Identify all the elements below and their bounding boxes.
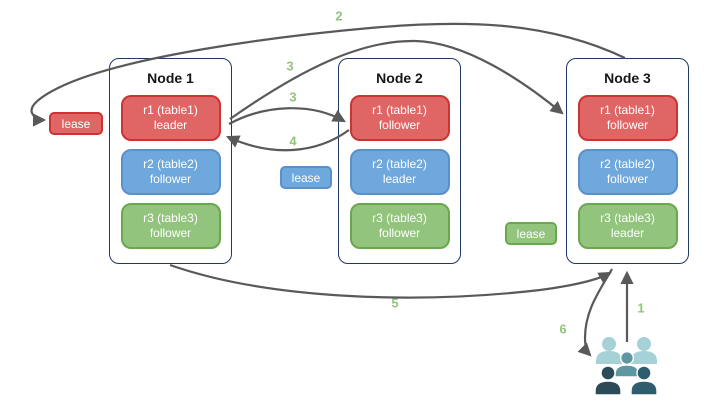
replica-name: r3 (table3) xyxy=(372,211,427,225)
replica-name: r1 (table1) xyxy=(143,103,198,117)
node-1-box: Node 1 r1 (table1) leader r2 (table2) fo… xyxy=(109,58,232,264)
node-2-box: Node 2 r1 (table1) follower r2 (table2) … xyxy=(338,58,461,264)
replica-role: leader xyxy=(382,172,417,186)
replica-role: follower xyxy=(149,172,192,186)
node-3-replica-r2: r2 (table2) follower xyxy=(577,149,678,195)
node-1-title: Node 1 xyxy=(147,70,194,86)
replica-name: r3 (table3) xyxy=(143,211,198,225)
replica-role: follower xyxy=(378,226,421,240)
node-3-box: Node 3 r1 (table1) follower r2 (table2) … xyxy=(566,58,689,264)
node-2-replica-r1: r1 (table1) follower xyxy=(349,95,450,141)
arrow-step-6-gateway-to-clients xyxy=(577,268,613,357)
clients-icon xyxy=(594,337,658,396)
replica-name: r3 (table3) xyxy=(600,211,655,225)
replica-name: r2 (table2) xyxy=(372,157,427,171)
replica-role: leader xyxy=(153,118,188,132)
replica-name: r2 (table2) xyxy=(600,157,655,171)
step-label-6: 6 xyxy=(559,321,567,337)
replica-role: leader xyxy=(610,226,645,240)
replica-name: r1 (table1) xyxy=(600,103,655,117)
node-1-replica-r1: r1 (table1) leader xyxy=(120,95,221,141)
step-label-5: 5 xyxy=(391,295,399,311)
arrow-step-3-leader-to-node2 xyxy=(228,107,346,125)
node-2-title: Node 2 xyxy=(376,70,423,86)
replica-role: follower xyxy=(606,118,649,132)
step-label-3a: 3 xyxy=(286,58,294,74)
replica-role: follower xyxy=(606,172,649,186)
node-2-replica-r3: r3 (table3) follower xyxy=(349,203,450,249)
step-label-1: 1 xyxy=(637,300,645,316)
step-label-2: 2 xyxy=(335,8,343,24)
lease-badge-r1: lease xyxy=(49,112,103,135)
replica-name: r2 (table2) xyxy=(143,157,198,171)
arrow-step-5-response-to-gateway xyxy=(169,263,612,299)
node-3-title: Node 3 xyxy=(604,70,651,86)
node-3-replica-r1: r1 (table1) follower xyxy=(577,95,678,141)
step-label-3b: 3 xyxy=(289,89,297,105)
step-label-4: 4 xyxy=(289,133,297,149)
replica-role: follower xyxy=(149,226,192,240)
replica-name: r1 (table1) xyxy=(372,103,427,117)
lease-badge-r3: lease xyxy=(505,222,557,245)
node-2-replica-r2: r2 (table2) leader xyxy=(349,149,450,195)
lease-badge-r2: lease xyxy=(280,166,332,189)
replica-role: follower xyxy=(378,118,421,132)
node-1-replica-r3: r3 (table3) follower xyxy=(120,203,221,249)
node-1-replica-r2: r2 (table2) follower xyxy=(120,149,221,195)
node-3-replica-r3: r3 (table3) leader xyxy=(577,203,678,249)
